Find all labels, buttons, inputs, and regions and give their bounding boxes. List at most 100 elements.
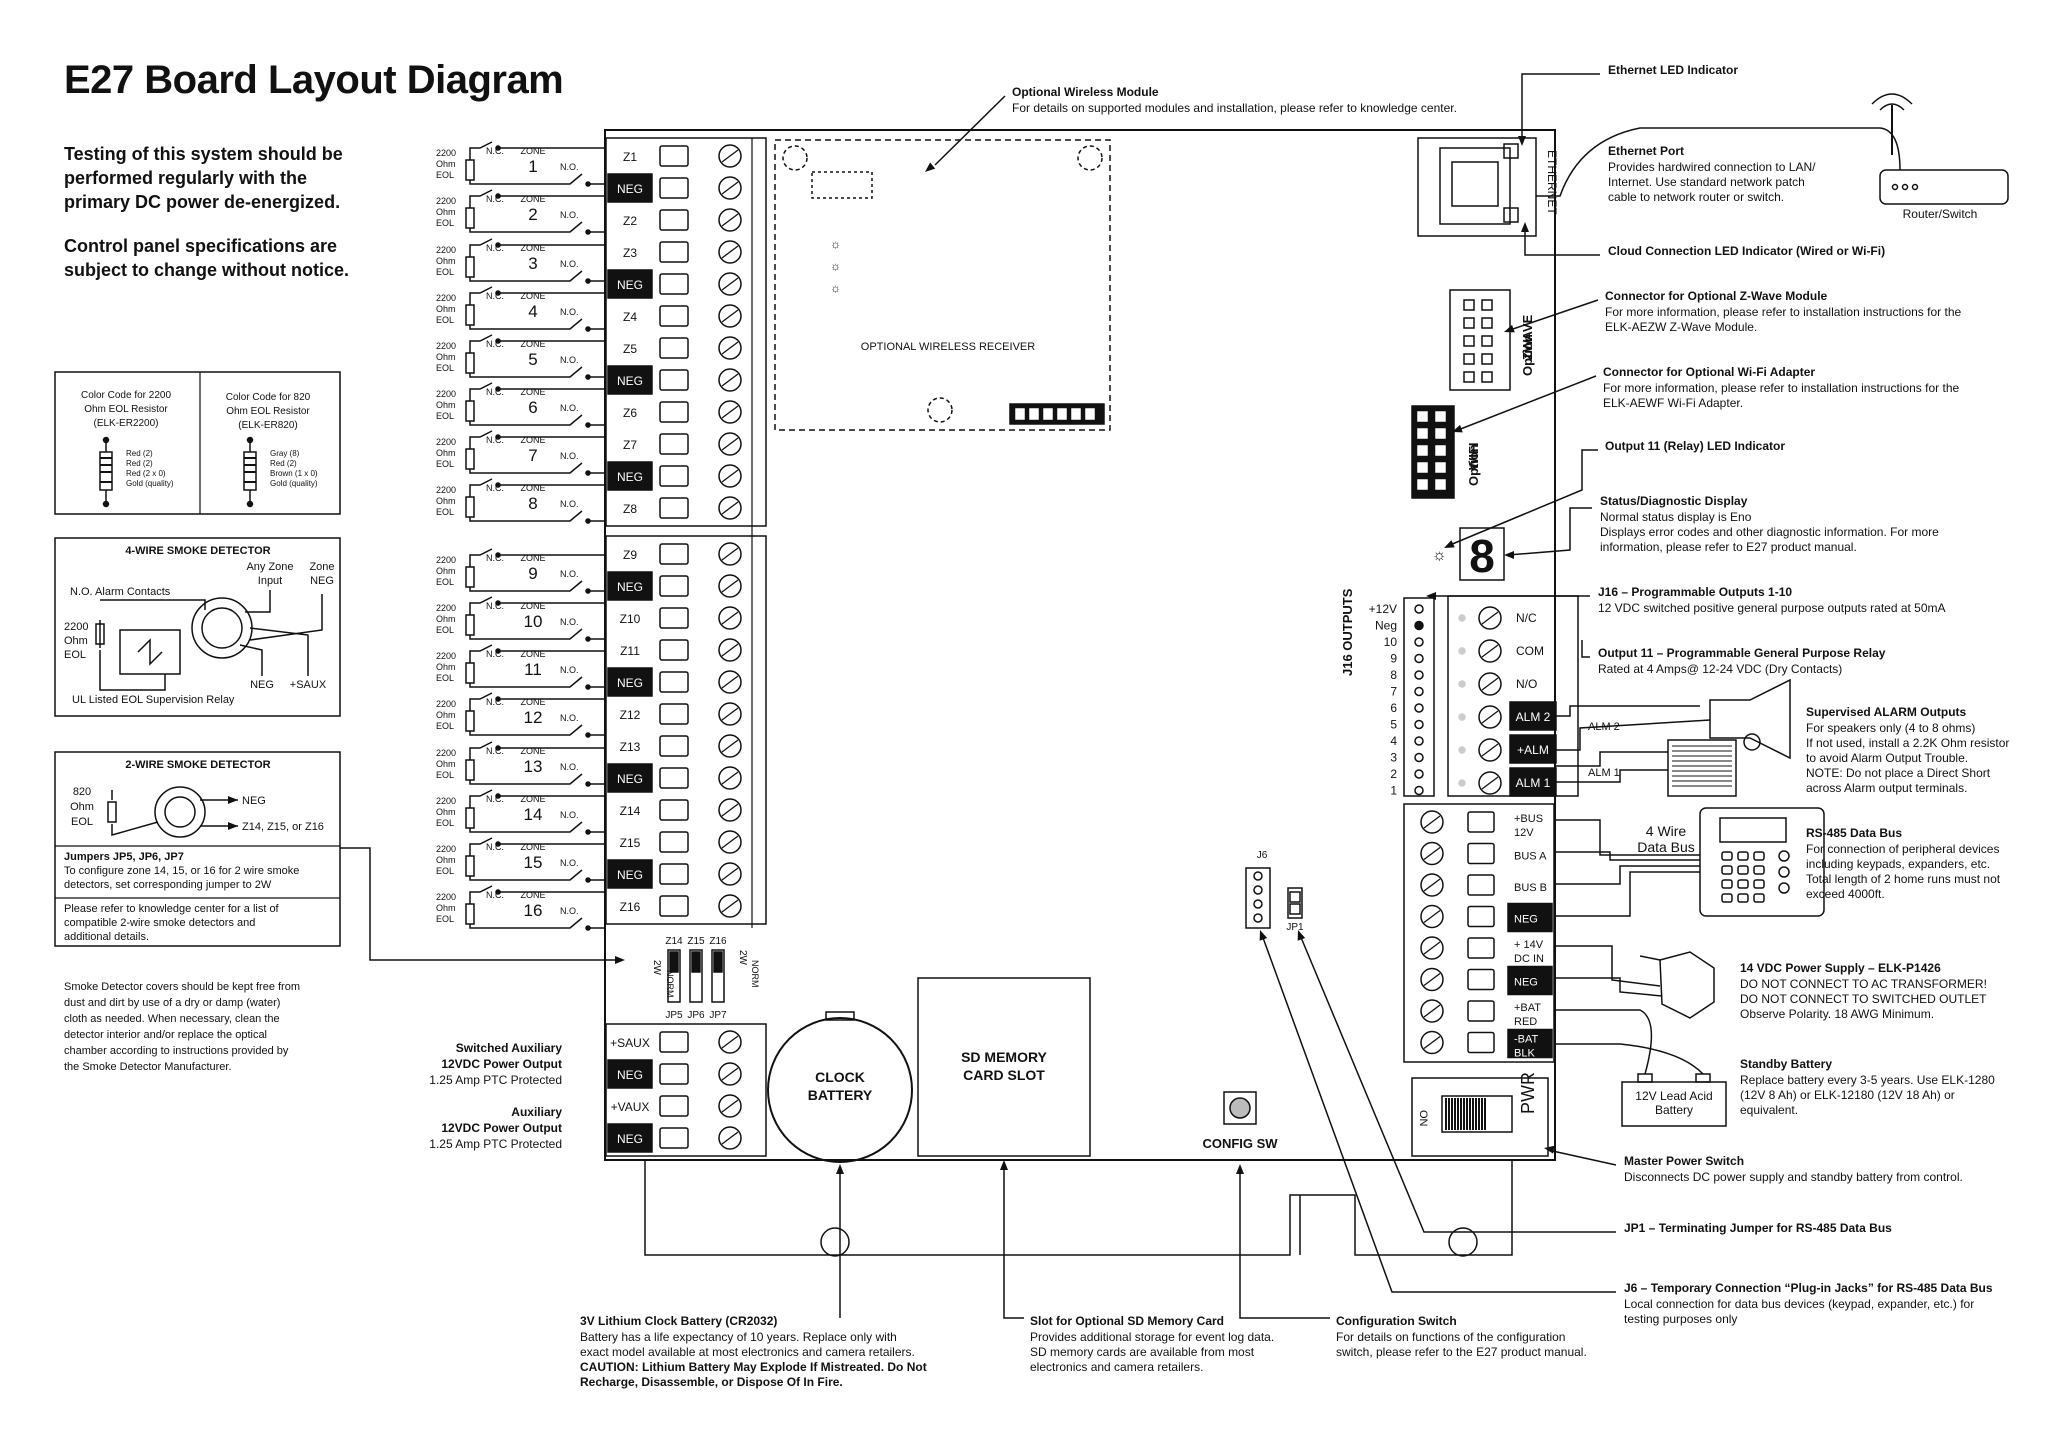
- terminal-screw-icon: [1478, 771, 1502, 795]
- arrow-head: [1544, 1145, 1555, 1154]
- zone-label: ZONE: [520, 601, 545, 611]
- zone-resistor-label: Ohm: [436, 903, 456, 913]
- output-label: 10: [1384, 635, 1398, 649]
- zone-nc-switch: [469, 238, 605, 257]
- terminal-label: NEG: [617, 1068, 643, 1082]
- terminal-label: Z12: [620, 708, 641, 722]
- callout-alarm-text: NOTE: Do not place a Direct Short: [1806, 766, 1991, 780]
- terminal-screw-icon: [1478, 705, 1502, 729]
- zone-label: ZONE: [520, 483, 545, 493]
- zone-nc-label: N.C.: [486, 339, 504, 349]
- callout-j16-title: J16 – Programmable Outputs 1-10: [1598, 585, 1792, 599]
- zone-resistor-label: Ohm: [436, 759, 456, 769]
- arrow-head: [1504, 324, 1515, 333]
- switch-contact: [585, 518, 591, 524]
- zone-number: 1: [528, 157, 537, 176]
- zone-resistor-label: EOL: [436, 770, 454, 780]
- eol-820-bands: Red (2): [270, 459, 297, 468]
- router-led: [1911, 183, 1919, 191]
- callout-wifi-text: ELK-AEWF Wi-Fi Adapter.: [1603, 396, 1743, 410]
- bus-terminal-label: NEG: [1514, 977, 1538, 989]
- switch-contact: [495, 552, 501, 558]
- screw-slot: [721, 579, 739, 593]
- zone-resistor-label: 2200: [436, 796, 456, 806]
- eol-820-bands: Gold (quality): [270, 479, 318, 488]
- router-label: Router/Switch: [1903, 207, 1978, 221]
- smoke2-jumpers-text: To configure zone 14, 15, or 16 for 2 wi…: [64, 865, 299, 877]
- bus-terminal-bg: [1507, 902, 1553, 933]
- smoke2-eol: Ohm: [70, 801, 94, 813]
- callout-zwave-text: ELK-AEZW Z-Wave Module.: [1605, 320, 1757, 334]
- terminal-slot: [1467, 937, 1495, 959]
- smoke2-neg: NEG: [242, 795, 266, 807]
- callout-eth_led-title: Ethernet LED Indicator: [1608, 63, 1738, 77]
- terminal-label-bg: [607, 795, 653, 825]
- callout-psu-title: 14 VDC Power Supply – ELK-P1426: [1740, 961, 1941, 975]
- zone-nc-switch: [469, 885, 605, 904]
- smoke4-neg: NEG: [250, 679, 274, 691]
- terminal-screw-icon: [718, 496, 742, 520]
- smoke2-eol: EOL: [71, 816, 93, 828]
- terminal-label: NEG: [617, 1132, 643, 1146]
- j16-header: [1403, 597, 1435, 797]
- terminal-slot: [659, 273, 689, 295]
- resistor-2200-icon-end: [102, 500, 110, 508]
- zone-number: 13: [524, 757, 543, 776]
- zone-eol-resistor-icon: [465, 400, 475, 422]
- smoke4-eol: EOL: [64, 649, 86, 661]
- zwave-pin: [1481, 317, 1493, 329]
- page-title: E27 Board Layout Diagram: [64, 58, 564, 102]
- arrow-head: [615, 956, 625, 964]
- terminal-slot: [659, 671, 689, 693]
- screw-slot: [721, 181, 739, 195]
- terminal-slot: [659, 305, 689, 327]
- zone-resistor-label: EOL: [436, 721, 454, 731]
- clock-battery-label: BATTERY: [808, 1087, 873, 1103]
- switched-aux-title: Switched Auxiliary: [456, 1041, 563, 1055]
- zone-resistor-label: 2200: [436, 699, 456, 709]
- screw-slot: [721, 437, 739, 451]
- terminal-screw-icon: [1420, 873, 1444, 897]
- zone-no-label: N.O.: [560, 210, 579, 220]
- callout-rs485-title: RS-485 Data Bus: [1806, 826, 1902, 840]
- screw-slot: [721, 405, 739, 419]
- zone-resistor-label: Ohm: [436, 448, 456, 458]
- zone-no-label: N.O.: [560, 665, 579, 675]
- header-pin: [1015, 408, 1025, 420]
- config-switch-label: CONFIG SW: [1202, 1136, 1278, 1151]
- zone-label: ZONE: [520, 146, 545, 156]
- arrow-head: [228, 822, 238, 830]
- switch-contact: [495, 338, 501, 344]
- zone-nc-label: N.C.: [486, 697, 504, 707]
- bus-terminal-label: 12V: [1514, 827, 1534, 839]
- smoke4-any-zone: Input: [258, 575, 282, 587]
- terminal-slot: [659, 369, 689, 391]
- callout-alarm-text: For speakers only (4 to 8 ohms): [1806, 721, 1975, 735]
- zone-resistor-label: 2200: [436, 437, 456, 447]
- jumper-cap: [691, 951, 701, 973]
- callout-master-title: Master Power Switch: [1624, 1154, 1744, 1168]
- zone-no-label: N.O.: [560, 451, 579, 461]
- zone-resistor-label: EOL: [436, 507, 454, 517]
- zone-nc-label: N.C.: [486, 243, 504, 253]
- zone-label: ZONE: [520, 387, 545, 397]
- callout-wifi-text: For more information, please refer to in…: [1603, 381, 1959, 395]
- keypad-display: [1719, 817, 1787, 843]
- keypad-key: [1721, 893, 1733, 903]
- eol-2200-bands: Gold (quality): [126, 479, 174, 488]
- resistor-icon: [95, 623, 105, 645]
- callout-psu-text: DO NOT CONNECT TO AC TRANSFORMER!: [1740, 977, 1987, 991]
- zone-number: 14: [524, 805, 543, 824]
- terminal-slot: [659, 1095, 689, 1117]
- callout-battery-text: Replace battery every 3-5 years. Use ELK…: [1740, 1073, 1995, 1087]
- zone-no-label: N.O.: [560, 259, 579, 269]
- ethernet-led-icon: [1503, 143, 1519, 159]
- zone-resistor-label: Ohm: [436, 710, 456, 720]
- switch-contact: [585, 374, 591, 380]
- leader-line: [1299, 934, 1616, 1233]
- eol-2200-title: Color Code for 2200: [81, 390, 171, 401]
- callout-alarm-text: across Alarm output terminals.: [1806, 781, 1967, 795]
- terminal-screw-icon: [718, 670, 742, 694]
- arrow-head: [1452, 424, 1463, 433]
- router-switch-icon: [1879, 169, 2009, 205]
